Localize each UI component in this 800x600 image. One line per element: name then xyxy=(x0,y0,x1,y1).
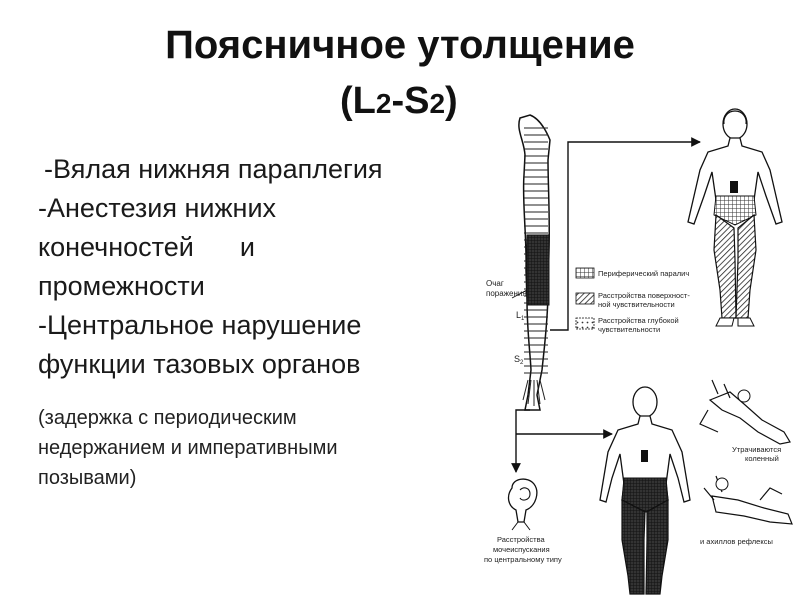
legend-swatch-paralysis xyxy=(575,267,595,279)
legend-label-2a: Расстройства поверхност- xyxy=(598,291,690,300)
subtitle-sub-1: 2 xyxy=(375,88,392,119)
segment-label-top: L1 xyxy=(516,310,525,322)
legend-label-3b: чувствительности xyxy=(598,325,660,334)
slide-subtitle: (L2-S2) xyxy=(340,78,458,127)
pelvic-note: (задержка с периодическим недержанием и … xyxy=(38,403,488,493)
symptom-text: и xyxy=(239,232,255,262)
symptom-text: конечностей xyxy=(38,232,194,262)
arrow-lower-branch xyxy=(515,409,600,460)
bladder-label-3: по центральному типу xyxy=(484,555,562,564)
lesion-label-2: поражения xyxy=(486,289,527,298)
subtitle-sub-2: 2 xyxy=(429,88,446,119)
reflex-label-1b: коленный xyxy=(745,454,779,463)
symptom-line: -Вялая нижняя параплегия xyxy=(44,154,383,184)
bladder-sketch: Расстройства мочеиспускания по центральн… xyxy=(484,478,562,564)
legend-swatch-superficial xyxy=(575,292,595,305)
reflex-label-1a: Утрачиваются xyxy=(732,445,781,454)
symptom-line: -Анестезия нижних xyxy=(38,193,277,223)
lesion-zone xyxy=(526,234,550,306)
note-line: недержанием и императивными xyxy=(38,437,338,459)
legend-label-2b: ной чувствительности xyxy=(598,300,675,309)
segment-label-bottom: S2 xyxy=(514,354,524,366)
subtitle-close: ) xyxy=(445,80,458,122)
back-body-figure xyxy=(599,386,691,595)
legend-label-1: Периферический паралич xyxy=(598,269,689,278)
cauda-equina xyxy=(522,379,546,406)
symptom-line: -Центральное нарушение xyxy=(38,310,362,340)
symptom-line: промежности xyxy=(38,271,205,301)
symptom-list: -Вялая нижняя параплегия -Анестезия нижн… xyxy=(38,150,508,384)
legend: Периферический паралич Расстройства пове… xyxy=(575,267,690,334)
arrow-to-front-figure xyxy=(550,137,701,331)
subtitle-mid: -S xyxy=(391,80,430,122)
spinal-cord xyxy=(518,114,551,411)
note-line: (задержка с периодическим xyxy=(38,407,297,429)
note-line: позывами) xyxy=(38,467,137,489)
front-body-figure xyxy=(687,108,783,327)
knee-reflex-sketch: Утрачиваются коленный xyxy=(699,379,791,463)
slide-title: Поясничное утолщение xyxy=(165,23,635,67)
bladder-label-2: мочеиспускания xyxy=(493,545,550,554)
bladder-label-1: Расстройства xyxy=(497,535,545,544)
symptom-line: конечностей и xyxy=(38,228,508,267)
lesion-label-1: Очаг xyxy=(486,279,504,288)
legend-label-3a: Расстройства глубокой xyxy=(598,316,679,325)
ankle-reflex-sketch: и ахиллов рефлексы xyxy=(700,475,793,546)
legend-swatch-deep xyxy=(575,317,595,330)
subtitle-open: (L xyxy=(340,80,376,122)
reflex-label-2: и ахиллов рефлексы xyxy=(700,537,773,546)
symptom-line: функции тазовых органов xyxy=(38,349,361,379)
